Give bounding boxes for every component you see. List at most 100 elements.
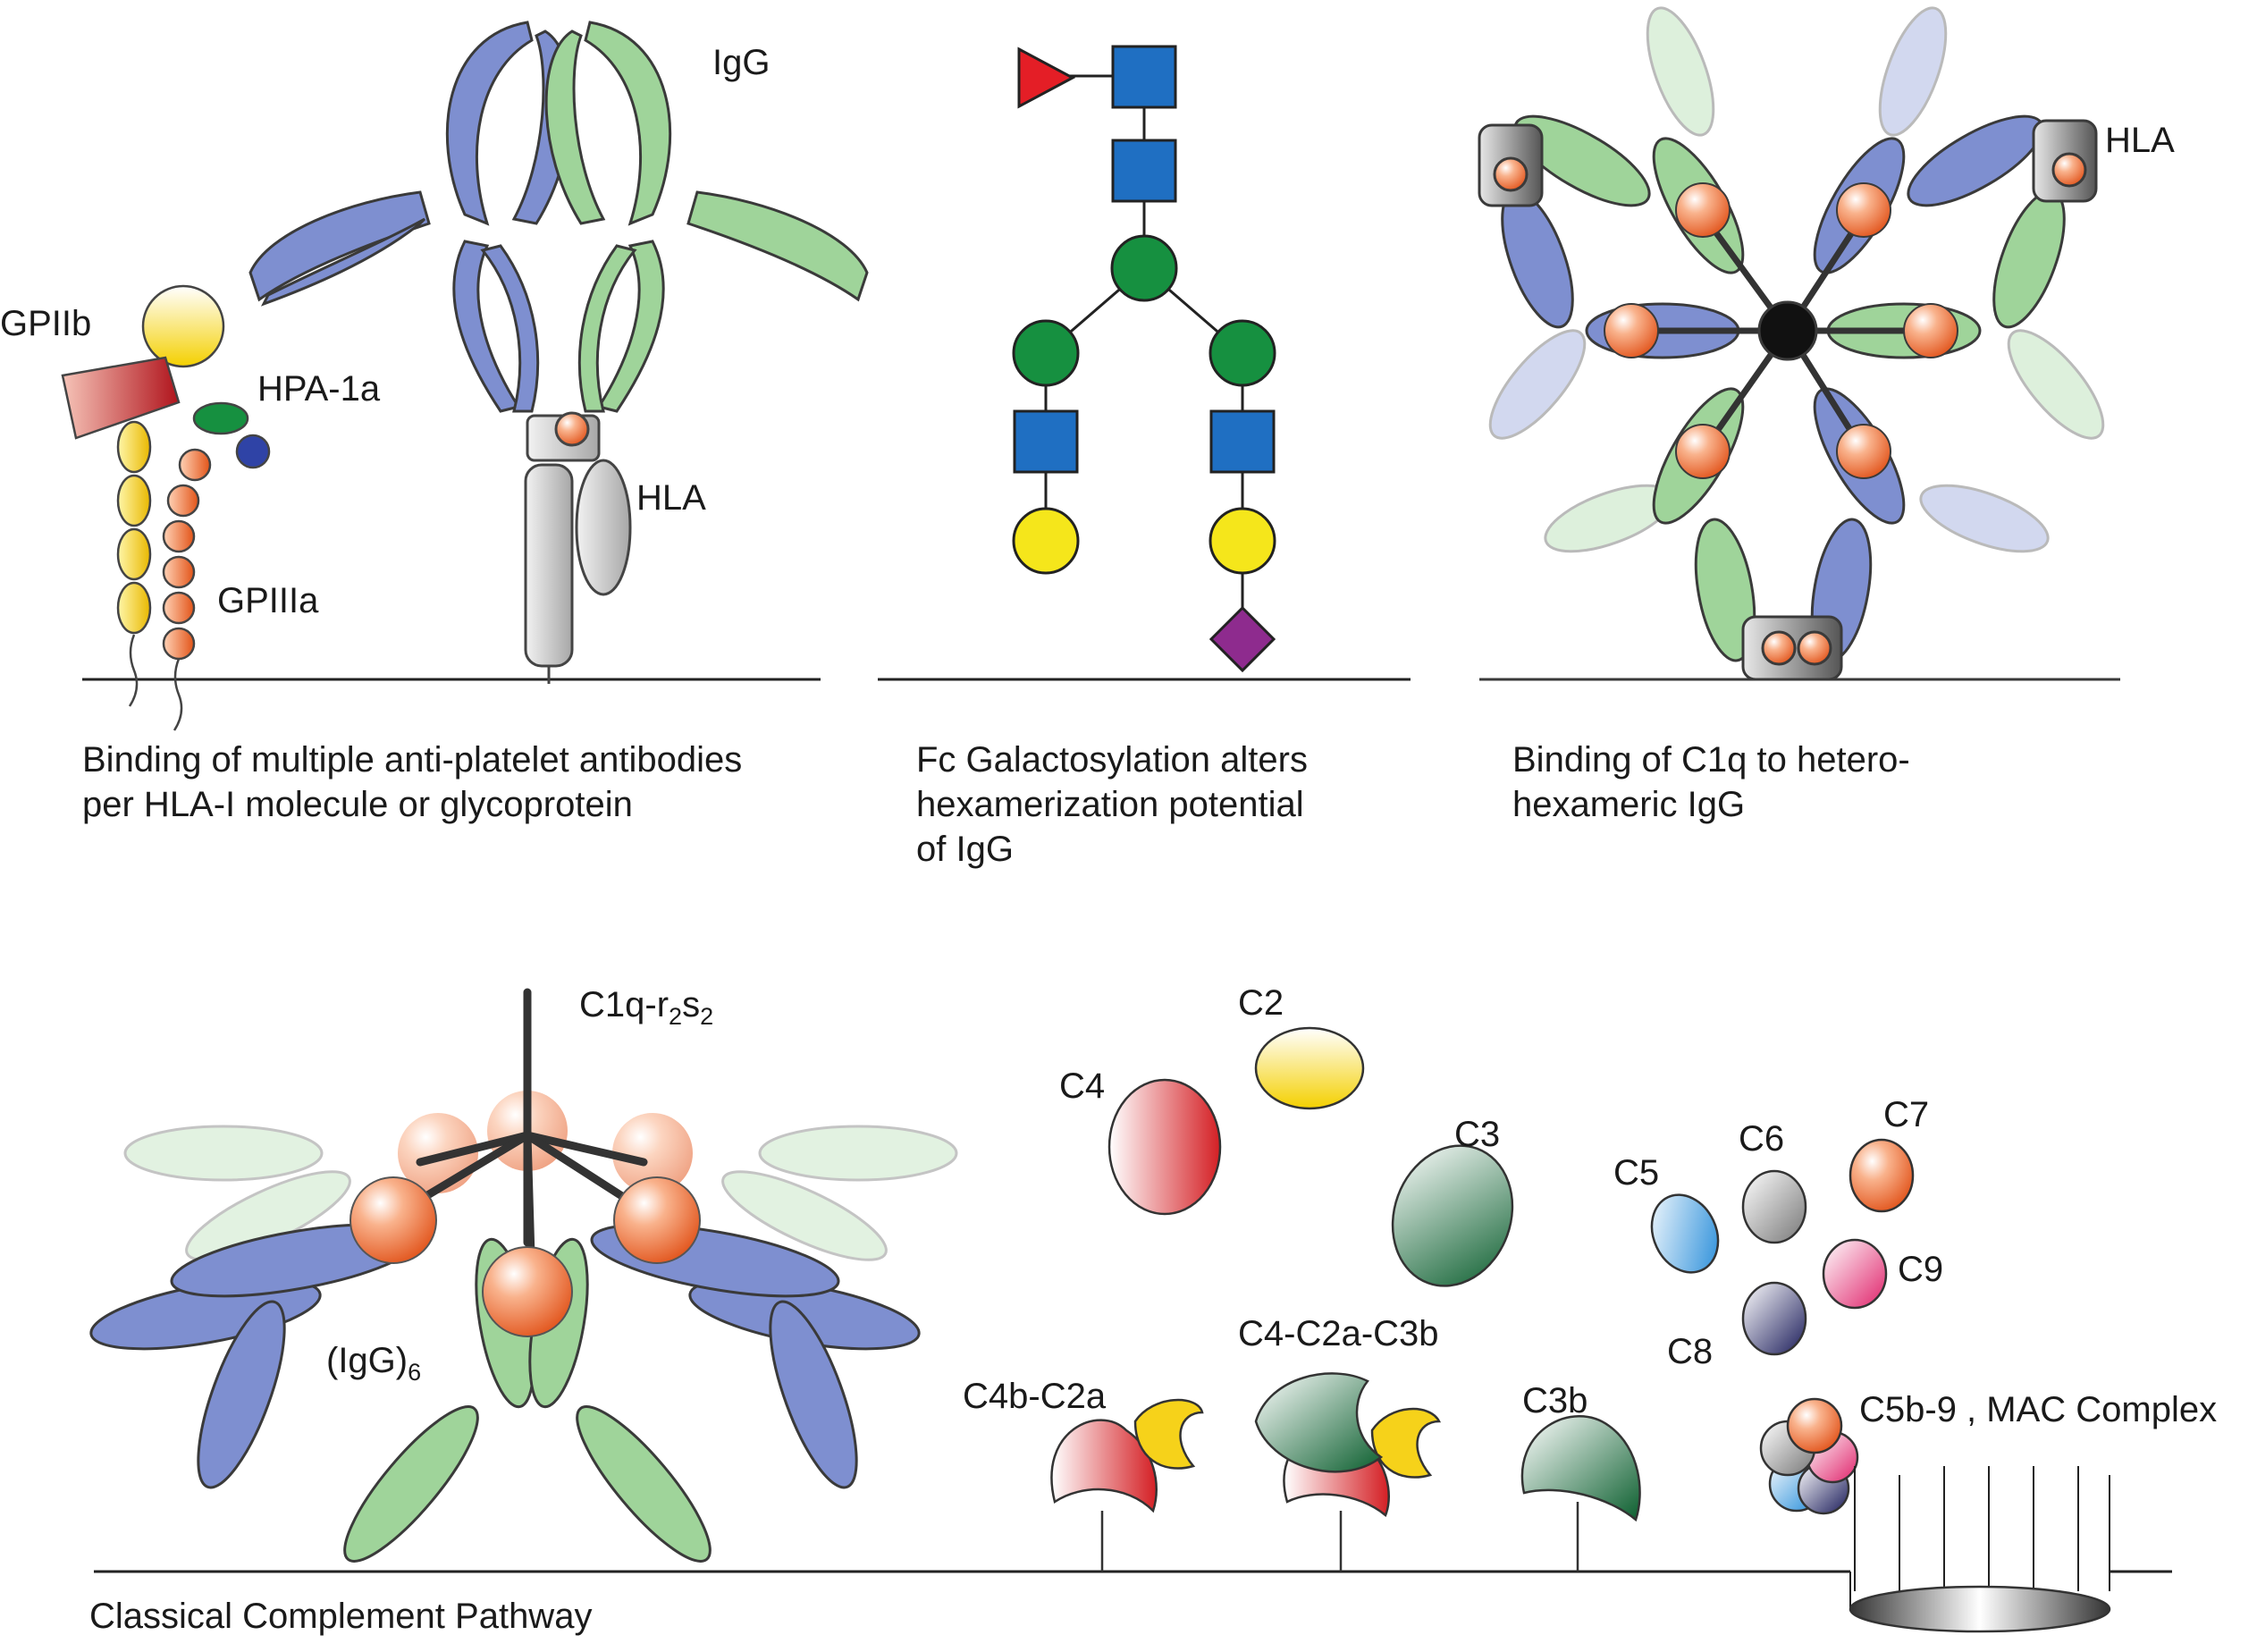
hla-label: HLA	[636, 478, 706, 518]
c1q-r2s2	[349, 988, 701, 1337]
c4b-c2a-label: C4b-C2a	[963, 1377, 1107, 1416]
hex-peptides	[1493, 152, 2087, 666]
faint-fab-4	[721, 1170, 888, 1261]
gpiiia-bead-2	[166, 484, 200, 518]
hexamer-igg-ring	[1501, 114, 2066, 662]
gpiib-bead-1	[116, 420, 152, 474]
hex-peptide-4	[1797, 630, 1832, 666]
c4-label: C4	[1059, 1066, 1106, 1106]
c1q-head-front-2	[613, 1176, 701, 1264]
glcnac-square-1	[1111, 45, 1177, 109]
c1q-head-4	[1903, 303, 1958, 358]
igg6-faint-arms	[123, 1125, 958, 1261]
hex-peptide-3	[1761, 630, 1797, 666]
c1q-heads	[1604, 182, 1958, 479]
galactose-circle-right	[1209, 507, 1276, 575]
gpiiia-bead-3	[162, 519, 196, 553]
hpa-domain	[192, 401, 249, 435]
mac-pore-ring	[1849, 1585, 2111, 1633]
caption-2-line-3: of IgG	[916, 830, 1014, 869]
faint-arm-3	[1488, 329, 1587, 440]
panel-antibody-binding	[61, 21, 869, 731]
caption-3-line-2: hexameric IgG	[1512, 785, 1746, 824]
c3b-fragment	[1254, 1372, 1384, 1473]
faint-arm-4	[2007, 329, 2105, 440]
igg6-text: (IgG)	[326, 1341, 408, 1380]
faint-fab-3	[758, 1125, 958, 1182]
gpiiia-bead-4	[162, 555, 196, 589]
caption-panel-4: Classical Complement Pathway	[89, 1597, 593, 1636]
faint-fab-1	[123, 1125, 324, 1182]
igg6-fab-bottom-left	[343, 1405, 479, 1563]
mannose-circle-left	[1012, 319, 1080, 387]
c1q-head-2	[1836, 182, 1891, 238]
glcnac-square-right	[1209, 409, 1276, 474]
c6-blob	[1741, 1169, 1807, 1244]
hexamer-hla-label: HLA	[2105, 121, 2175, 160]
peptide-ball	[554, 411, 590, 447]
c3-blob	[1391, 1144, 1514, 1287]
panel-hexamer	[1478, 6, 2120, 681]
igg-antibody	[248, 21, 869, 413]
c1q-head-5	[1675, 424, 1731, 479]
panel-glycan	[878, 45, 1411, 681]
c3b-shape	[1520, 1415, 1641, 1522]
hla-molecule-1	[524, 411, 632, 684]
platelet-glycoprotein	[61, 284, 271, 731]
glcnac-square-2	[1111, 139, 1177, 203]
gpiib-bead-3	[116, 527, 152, 581]
c1q-head-3	[1604, 303, 1659, 358]
c3-label: C3	[1454, 1115, 1501, 1154]
fucose-triangle	[1017, 46, 1076, 109]
c1q-s-text: s	[682, 985, 701, 1024]
hex-peptide-2	[2051, 152, 2087, 188]
c1q-arm-b	[523, 1131, 648, 1167]
gpiib-bead-2	[116, 474, 152, 527]
glcnac-square-left	[1013, 409, 1079, 474]
c9-blob	[1822, 1238, 1888, 1310]
c1q-sub-1: 2	[669, 1003, 683, 1030]
caption-panel-2: Fc Galactosylation alters hexamerization…	[916, 738, 1308, 872]
mac-complex	[1759, 1397, 2111, 1633]
beta2-microglobulin	[575, 459, 632, 596]
igg-label: IgG	[712, 43, 771, 82]
igg-fc-right-b	[577, 244, 637, 413]
igg-fc-left-b	[480, 244, 540, 413]
c1q-arm-a	[416, 1131, 532, 1167]
hla-heavy-chain	[524, 463, 574, 668]
mannose-circle-right	[1209, 319, 1276, 387]
c6-label: C6	[1739, 1119, 1785, 1159]
caption-3-line-1: Binding of C1q to hetero-	[1512, 740, 1910, 780]
c7-blob	[1849, 1138, 1915, 1213]
c4-c2a-c3b-label: C4-C2a-C3b	[1238, 1314, 1439, 1353]
c5-blob	[1650, 1193, 1720, 1274]
c1q-head-front-3	[482, 1246, 573, 1337]
c1q-core	[1757, 300, 1818, 361]
caption-2-line-2: hexamerization potential	[916, 785, 1304, 824]
c8-label: C8	[1667, 1332, 1714, 1371]
mannose-circle-core	[1110, 234, 1178, 302]
c1q-head-front-1	[349, 1176, 437, 1264]
hex-fab-5	[1694, 518, 1756, 662]
c2-blob	[1254, 1026, 1365, 1110]
c1q-r2s2-label: C1q-r2s2	[579, 985, 713, 1031]
gpiiia-bead-6	[162, 627, 196, 661]
igg6-fab-bottom-right	[576, 1405, 712, 1563]
c9-label: C9	[1898, 1250, 1944, 1289]
igg6-sub: 6	[408, 1359, 422, 1386]
caption-panel-3: Binding of C1q to hetero- hexameric IgG	[1512, 738, 1910, 827]
caption-panel-1: Binding of multiple anti-platelet antibo…	[82, 738, 742, 827]
mac-label: C5b-9 , MAC Complex	[1859, 1390, 2218, 1429]
hpa-1a-epitope	[235, 434, 271, 469]
c1q-sub-2: 2	[700, 1003, 714, 1030]
galactose-circle-left	[1012, 507, 1080, 575]
faint-arm-6	[1919, 484, 2050, 553]
panel-classical-pathway	[89, 988, 2172, 1633]
gpiib-anchor	[128, 634, 139, 707]
sialic-acid-diamond	[1209, 605, 1276, 673]
c4-c2a-c3b-complex	[1254, 1372, 1442, 1572]
c4-blob	[1107, 1078, 1222, 1216]
igg-heavy-chain-left	[445, 21, 534, 226]
igg-fab-inner-left	[260, 217, 426, 307]
